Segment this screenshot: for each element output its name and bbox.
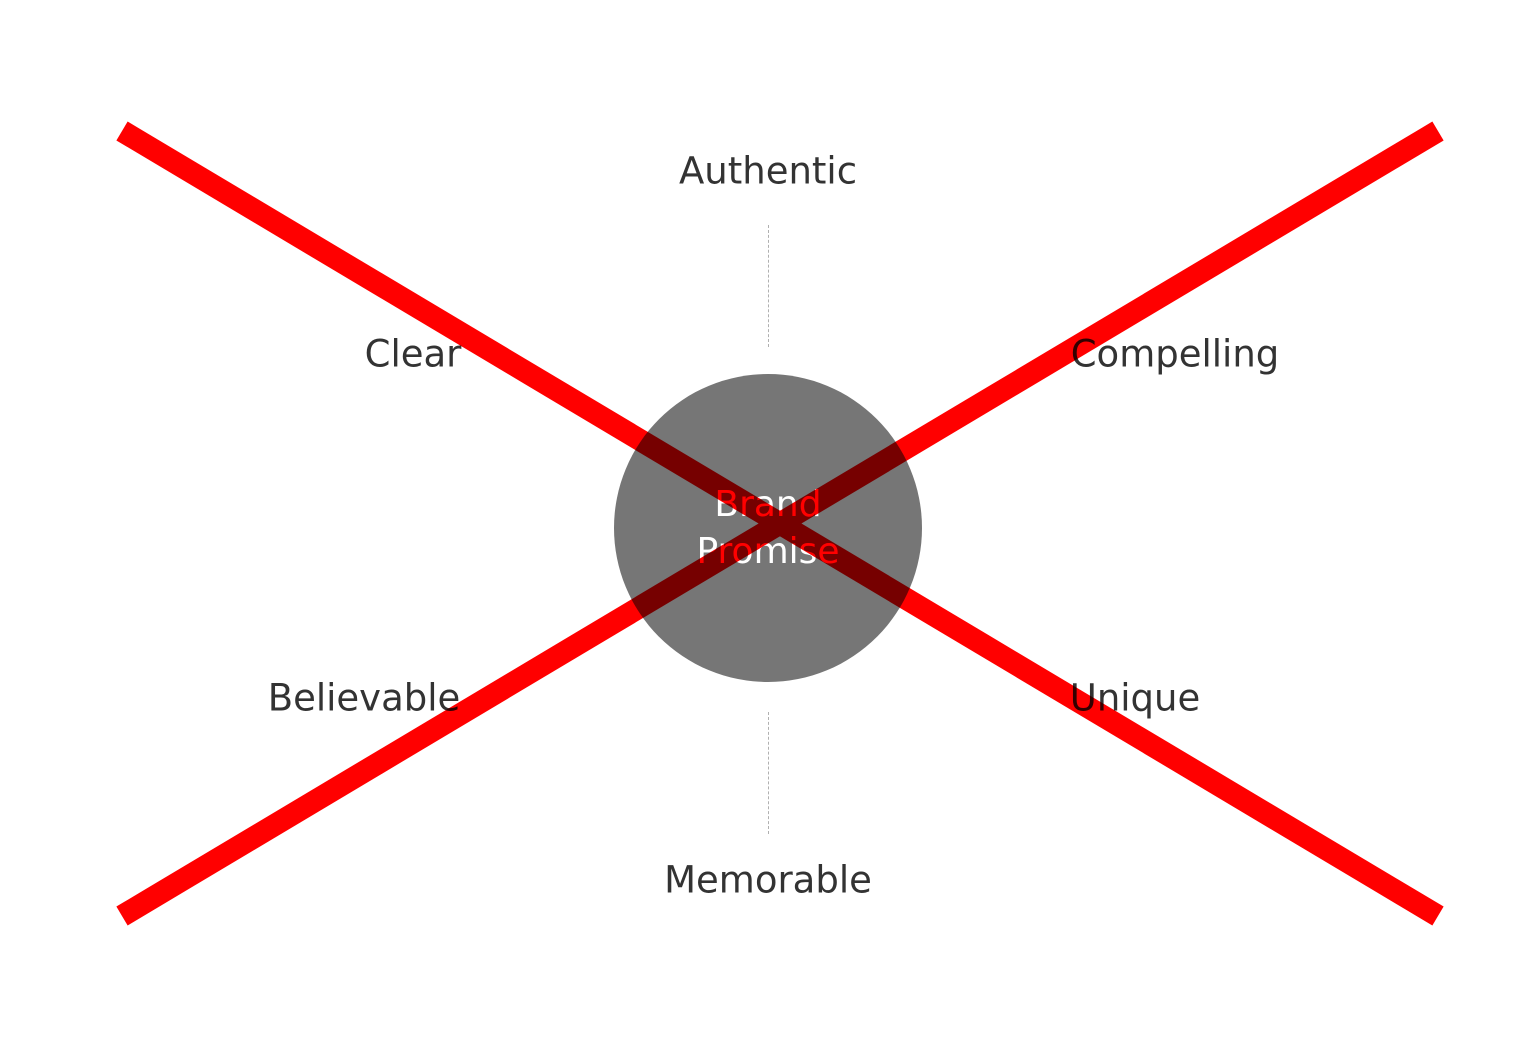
attribute-memorable: Memorable [664, 858, 872, 902]
bottom-connector-line [768, 712, 769, 834]
attribute-authentic: Authentic [678, 149, 858, 193]
cross-stroke-ascending [116, 121, 1444, 926]
attribute-clear: Clear [364, 332, 462, 376]
top-connector-line [768, 225, 769, 347]
attribute-believable: Believable [267, 676, 461, 720]
